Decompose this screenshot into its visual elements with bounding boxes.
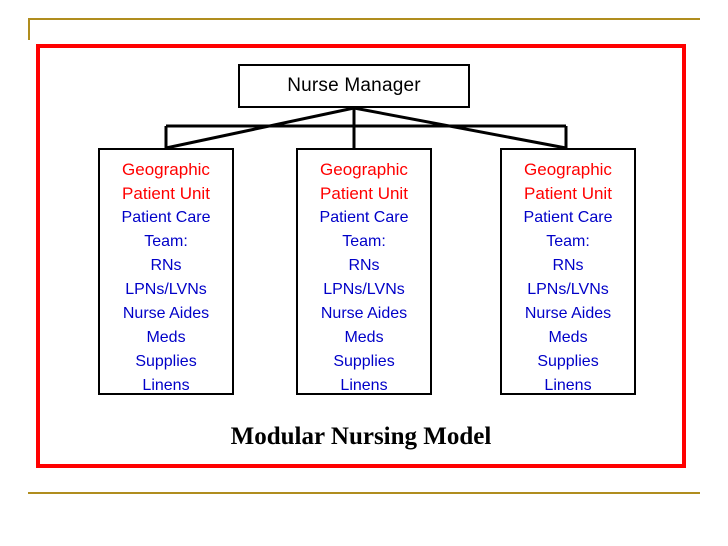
- node-geographic-patient-unit-1: Geographic Patient Unit Patient Care Tea…: [98, 148, 234, 395]
- unit-3-line-4: LPNs/LVNs: [527, 281, 609, 298]
- unit-1-line-8: Linens: [142, 377, 190, 394]
- unit-3-line-5: Nurse Aides: [524, 305, 612, 322]
- unit-3-heading-line-1: Geographic: [524, 160, 612, 179]
- bottom-rule: [28, 492, 700, 494]
- node-geographic-patient-unit-2: Geographic Patient Unit Patient Care Tea…: [296, 148, 432, 395]
- unit-2-line-4: LPNs/LVNs: [323, 281, 405, 298]
- top-rule: [28, 18, 700, 20]
- unit-2-line-5: Nurse Aides: [320, 305, 408, 322]
- unit-2-line-8: Linens: [340, 377, 388, 394]
- unit-2-line-2: Team:: [342, 233, 386, 250]
- node-geographic-patient-unit-3: Geographic Patient Unit Patient Care Tea…: [500, 148, 636, 395]
- unit-1-line-5: Nurse Aides: [122, 305, 210, 322]
- unit-1-line-4: LPNs/LVNs: [125, 281, 207, 298]
- unit-3-line-3: RNs: [552, 257, 584, 274]
- unit-2-heading-line-1: Geographic: [320, 160, 408, 179]
- node-nurse-manager: Nurse Manager: [238, 64, 470, 108]
- unit-1-line-6: Meds: [146, 329, 186, 346]
- unit-3-line-6: Meds: [548, 329, 588, 346]
- unit-3-line-1: Patient Care: [523, 209, 613, 226]
- unit-2-line-7: Supplies: [333, 353, 395, 370]
- unit-3-line-2: Team:: [546, 233, 590, 250]
- unit-2-line-3: RNs: [348, 257, 380, 274]
- unit-1-line-2: Team:: [144, 233, 188, 250]
- unit-1-line-1: Patient Care: [121, 209, 211, 226]
- unit-1-line-7: Supplies: [135, 353, 197, 370]
- diagram-caption: Modular Nursing Model: [230, 423, 492, 450]
- unit-1-heading-line-1: Geographic: [122, 160, 210, 179]
- top-rule-tick: [28, 18, 30, 40]
- unit-3-line-7: Supplies: [537, 353, 599, 370]
- node-nurse-manager-label: Nurse Manager: [287, 75, 421, 96]
- unit-2-heading-line-2: Patient Unit: [320, 184, 408, 203]
- unit-2-line-6: Meds: [344, 329, 384, 346]
- unit-2-line-1: Patient Care: [319, 209, 409, 226]
- unit-1-heading-line-2: Patient Unit: [122, 184, 210, 203]
- unit-3-heading-line-2: Patient Unit: [524, 184, 612, 203]
- unit-1-line-3: RNs: [150, 257, 182, 274]
- unit-3-line-8: Linens: [544, 377, 592, 394]
